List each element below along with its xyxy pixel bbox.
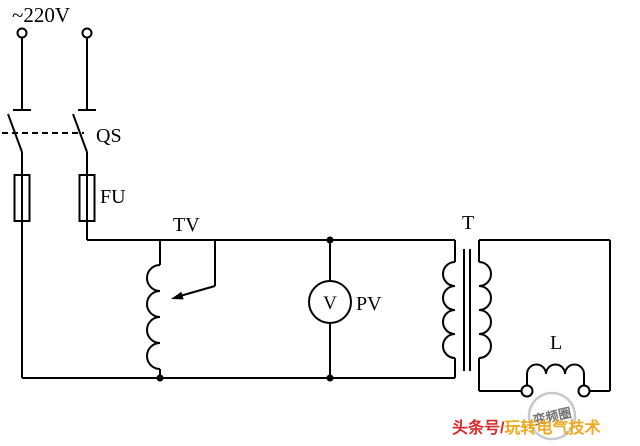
variac-wiper-arrow-icon	[171, 291, 184, 300]
load-terminal-left	[520, 384, 534, 398]
fuse-left	[13, 174, 31, 222]
inductor-label: L	[550, 332, 562, 354]
voltmeter-symbol: V	[323, 293, 337, 314]
variac-coil	[146, 264, 161, 370]
transformer-label: T	[462, 212, 474, 234]
junction-dot-variac	[156, 374, 164, 382]
inductor-coil	[526, 363, 585, 375]
transformer-secondary-coil	[478, 261, 492, 359]
variac-label: TV	[173, 214, 200, 236]
watermark-text: 头条号/玩转电气技术	[452, 418, 600, 437]
switch-blade-right	[72, 113, 88, 153]
source-terminal-right	[81, 27, 93, 39]
source-terminal-left	[16, 27, 28, 39]
watermark-account: 玩转电气技术	[504, 418, 600, 437]
fuse-label: FU	[100, 186, 126, 208]
transformer-primary-coil	[442, 261, 456, 359]
watermark-prefix: 头条号/	[452, 418, 505, 437]
load-terminal-right	[577, 384, 591, 398]
junction-dot-top	[326, 236, 334, 244]
voltmeter-label: PV	[356, 293, 382, 315]
watermark-badge-circle	[527, 391, 577, 441]
wires	[2, 37, 611, 398]
variac-wiper-lead-diagonal	[179, 285, 216, 297]
switch-label: QS	[96, 125, 122, 147]
fuse-right	[78, 174, 96, 222]
junction-dot-bottom	[326, 374, 334, 382]
fuses	[13, 174, 96, 222]
supply-voltage-label: ~220V	[12, 3, 70, 27]
